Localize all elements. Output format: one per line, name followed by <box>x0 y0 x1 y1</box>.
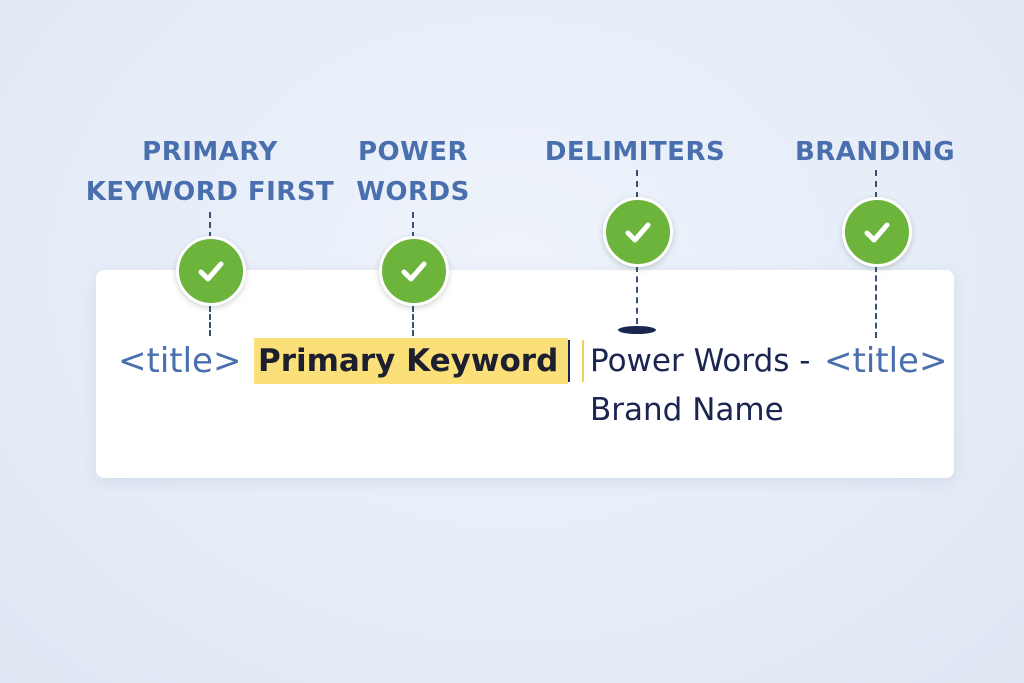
text-cursor <box>568 340 570 382</box>
open-title-tag: <title> <box>118 341 242 381</box>
connector-branding-bottom <box>875 266 877 338</box>
connector-power-bottom <box>412 306 414 336</box>
primary-keyword-text: Primary Keyword <box>258 343 559 379</box>
connector-primary-top <box>209 212 211 238</box>
brand-name-text: Brand Name <box>590 392 784 428</box>
check-icon <box>401 261 427 282</box>
delimiter-bar <box>582 340 584 382</box>
label-delimiters: DELIMITERS <box>544 137 726 167</box>
connector-delimiters-bottom <box>636 266 638 324</box>
label-branding: BRANDING <box>794 137 956 167</box>
power-words-text: Power Words - <box>590 343 811 379</box>
check-primary-keyword <box>176 236 246 306</box>
label-power-line2: WORDS <box>356 177 470 207</box>
label-primary-keyword-first: PRIMARY KEYWORD FIRST <box>70 132 350 212</box>
check-branding <box>842 197 912 267</box>
check-icon <box>625 222 651 243</box>
check-icon <box>198 261 224 282</box>
label-primary-line2: KEYWORD FIRST <box>85 177 335 207</box>
connector-power-top <box>412 212 414 238</box>
check-icon <box>864 222 890 243</box>
check-power-words <box>379 236 449 306</box>
delimiter-pin-base <box>618 326 656 334</box>
label-primary-line1: PRIMARY <box>142 137 278 167</box>
close-title-tag: <title> <box>824 341 948 381</box>
connector-primary-bottom <box>209 306 211 336</box>
connector-branding-top <box>875 170 877 198</box>
label-power-line1: POWER <box>357 137 469 167</box>
connector-delimiters-top <box>636 170 638 198</box>
check-delimiters <box>603 197 673 267</box>
label-power-words: POWER WORDS <box>333 132 493 212</box>
primary-keyword-highlight <box>254 338 568 384</box>
